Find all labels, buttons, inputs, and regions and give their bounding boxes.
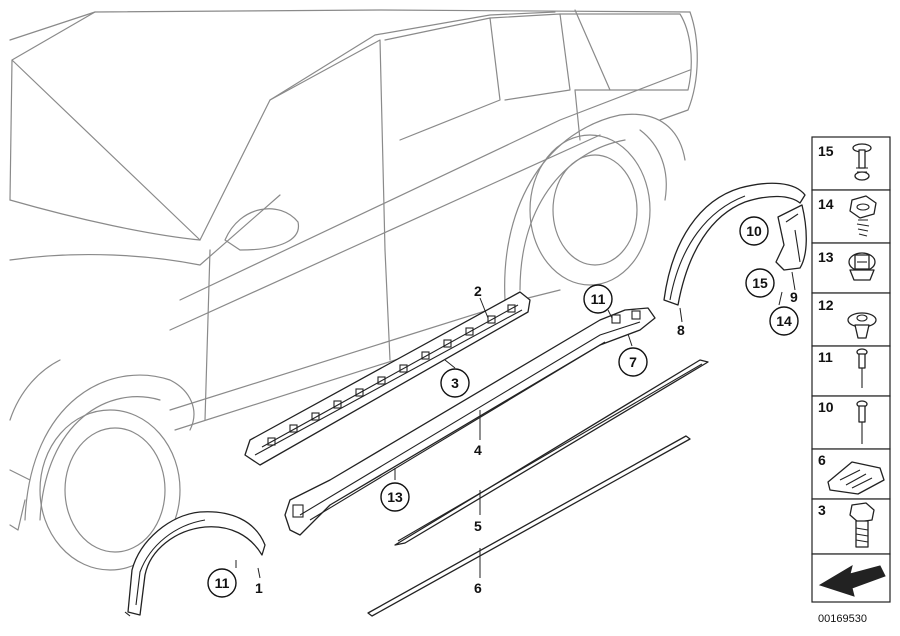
expanding-rivet-icon <box>847 312 877 339</box>
part-sill-cover <box>284 307 656 536</box>
svg-text:11: 11 <box>818 349 833 365</box>
callout-5: 5 <box>474 518 482 534</box>
callout-circle-7: 7 <box>618 347 648 377</box>
leader-lines <box>235 271 796 579</box>
svg-text:3: 3 <box>818 502 826 518</box>
svg-text:10: 10 <box>818 399 834 415</box>
hex-bolt-icon <box>849 502 875 548</box>
svg-text:11: 11 <box>591 291 606 307</box>
part-mounting-rail <box>244 291 531 466</box>
callouts-circled: 3 11 7 13 10 15 14 11 <box>207 216 799 598</box>
arrow-box <box>811 553 891 603</box>
svg-text:11: 11 <box>215 575 230 591</box>
hex-screw-icon <box>849 195 877 237</box>
svg-text:7: 7 <box>629 354 637 370</box>
callout-circle-15: 15 <box>745 268 775 298</box>
callout-8: 8 <box>677 322 685 338</box>
fastener-sidebar: 15 14 13 <box>811 136 891 603</box>
sidebar-box-10: 10 <box>811 395 891 450</box>
sidebar-box-12: 12 <box>811 292 891 347</box>
callout-circle-11-top: 11 <box>583 284 613 314</box>
part-strip-6 <box>367 435 691 617</box>
sidebar-box-6: 6 <box>811 448 891 500</box>
callout-4: 4 <box>474 442 482 458</box>
part-rear-arch-trim <box>663 182 806 306</box>
sidebar-box-15: 15 <box>811 136 891 191</box>
callouts-plain: 2 4 5 6 1 8 9 <box>255 283 798 596</box>
svg-text:10: 10 <box>746 223 762 239</box>
sidebar-box-11: 11 <box>811 345 891 397</box>
part-strip-5-edge <box>397 363 703 542</box>
part-mud-flap <box>775 204 807 271</box>
svg-text:15: 15 <box>752 275 768 291</box>
sidebar-box-3: 3 <box>811 498 891 555</box>
callout-circle-10: 10 <box>739 216 769 246</box>
callout-1: 1 <box>255 580 263 596</box>
blind-rivet-11-icon <box>856 348 868 388</box>
part-front-arch-trim <box>124 511 266 617</box>
callout-circle-3: 3 <box>440 368 470 398</box>
svg-text:13: 13 <box>387 489 403 505</box>
svg-text:14: 14 <box>776 313 792 329</box>
callout-9: 9 <box>790 289 798 305</box>
svg-text:15: 15 <box>818 143 834 159</box>
direction-arrow-icon <box>818 564 886 597</box>
push-rivet-icon <box>852 143 872 181</box>
reference-number: 00169530 <box>818 613 867 625</box>
mounting-bracket-icon <box>827 461 885 495</box>
sidebar-box-13: 13 <box>811 242 891 294</box>
svg-text:12: 12 <box>818 297 834 313</box>
svg-text:14: 14 <box>818 196 834 212</box>
sidebar-box-14: 14 <box>811 189 891 244</box>
callout-circle-14: 14 <box>769 306 799 336</box>
callout-2: 2 <box>474 283 482 299</box>
callout-circle-11-bottom: 11 <box>207 568 237 598</box>
svg-text:6: 6 <box>818 452 826 468</box>
clip-nut-icon <box>848 252 876 281</box>
svg-text:13: 13 <box>818 249 834 265</box>
svg-text:3: 3 <box>451 375 459 391</box>
blind-rivet-10-icon <box>856 400 868 444</box>
callout-circle-13: 13 <box>380 482 410 512</box>
vehicle-outline <box>9 9 698 571</box>
callout-6: 6 <box>474 580 482 596</box>
